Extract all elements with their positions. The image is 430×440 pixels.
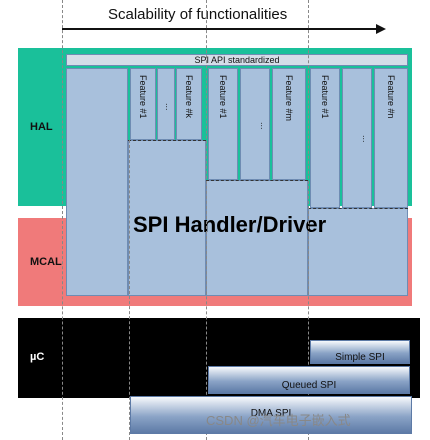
handler-base-block [66, 68, 128, 296]
arrow-head-icon [376, 24, 386, 34]
group3-feature-n: Feature #n [374, 68, 408, 208]
watermark-text: CSDN @汽车电子嵌入式 [206, 413, 351, 428]
group1-feature-dots: ... [157, 68, 175, 140]
group2-feature-m: Feature #m [272, 68, 306, 180]
group3-dashed-edge [308, 208, 408, 209]
group3-feature-dots: ... [342, 68, 372, 208]
dma-spi-bar: DMA SPI [130, 396, 412, 434]
guide-line-4 [308, 0, 309, 440]
uc-label: µC [30, 351, 45, 363]
group2-dashed-edge [206, 180, 308, 181]
group3-feature-1: Feature #1 [310, 68, 340, 208]
spi-handler-label: SPI Handler/Driver [133, 212, 327, 237]
group1-feature-1: Feature #1 [130, 68, 156, 140]
group2-feature-dots: ... [240, 68, 270, 180]
group1-feature-k: Feature #k [176, 68, 202, 140]
queued-spi-bar: Queued SPI [208, 366, 410, 394]
mcal-label: MCAL [30, 256, 62, 268]
handler-group2-block [206, 180, 308, 296]
hal-label: HAL [30, 121, 53, 133]
spi-api-bar: SPI API standardized [66, 54, 408, 66]
guide-line-1 [62, 0, 63, 440]
scalability-arrow [62, 28, 380, 30]
group1-dashed-edge [128, 140, 206, 141]
guide-line-3 [206, 0, 207, 440]
simple-spi-bar: Simple SPI [310, 340, 410, 364]
handler-group1-block [128, 140, 206, 296]
guide-line-2 [129, 140, 130, 440]
diagram-title: Scalability of functionalities [108, 6, 288, 23]
group2-feature-1: Feature #1 [208, 68, 238, 180]
